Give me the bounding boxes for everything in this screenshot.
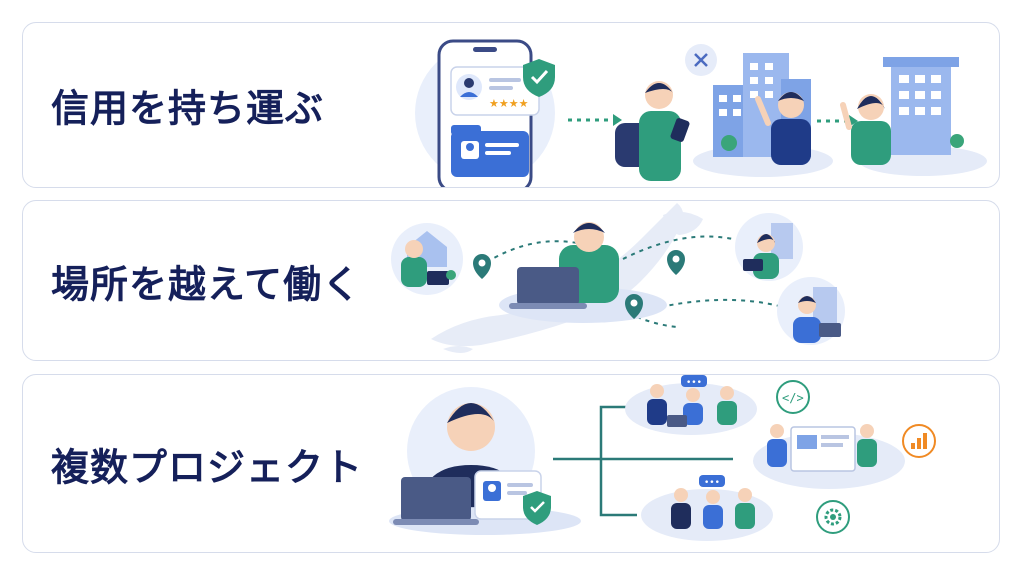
businessperson-icon — [755, 92, 811, 165]
map-pin-icon — [667, 250, 685, 275]
traveler-with-backpack-icon — [615, 81, 690, 181]
svg-text:★★★★: ★★★★ — [489, 97, 529, 110]
panel-heading: 信用を持ち運ぶ — [51, 86, 325, 131]
team-meeting-icon: ••• — [625, 375, 757, 435]
gear-icon — [816, 500, 850, 534]
office-worker-icon — [777, 277, 845, 345]
svg-text:</>: </> — [782, 391, 804, 405]
shield-check-icon — [523, 491, 551, 525]
panel-heading: 複数プロジェクト — [51, 445, 364, 489]
panel-illustration — [391, 203, 845, 353]
presentation-icon — [753, 424, 905, 489]
panel-heading: 場所を越えて働く — [51, 262, 362, 306]
chart-icon — [902, 424, 936, 458]
businessperson-icon — [840, 94, 891, 165]
laptop-icon — [393, 477, 479, 525]
panel-multiple-projects: 複数プロジェクト — [22, 374, 1000, 553]
panel-portable-credit: 信用を持ち運ぶ ★★★★ — [22, 22, 1000, 188]
star-rating-icon: ★★★★ — [489, 97, 529, 110]
team-meeting-icon: ••• — [641, 475, 773, 541]
panel-work-beyond-location: 場所を越えて働く — [22, 200, 1000, 361]
office-worker-icon — [735, 213, 803, 281]
map-pin-icon — [625, 294, 643, 319]
code-icon: </> — [776, 380, 810, 414]
id-card-folder-icon — [451, 125, 529, 177]
panel-illustration: ★★★★ — [415, 39, 987, 187]
svg-text:•••: ••• — [704, 478, 720, 488]
remote-worker-home-icon — [391, 223, 463, 295]
close-icon — [685, 44, 717, 76]
panel-illustration: ••• </> ••• — [389, 375, 936, 541]
shield-check-icon — [523, 59, 555, 97]
svg-text:•••: ••• — [686, 378, 702, 388]
map-pin-icon — [473, 254, 491, 279]
central-worker-laptop-icon — [499, 222, 667, 323]
